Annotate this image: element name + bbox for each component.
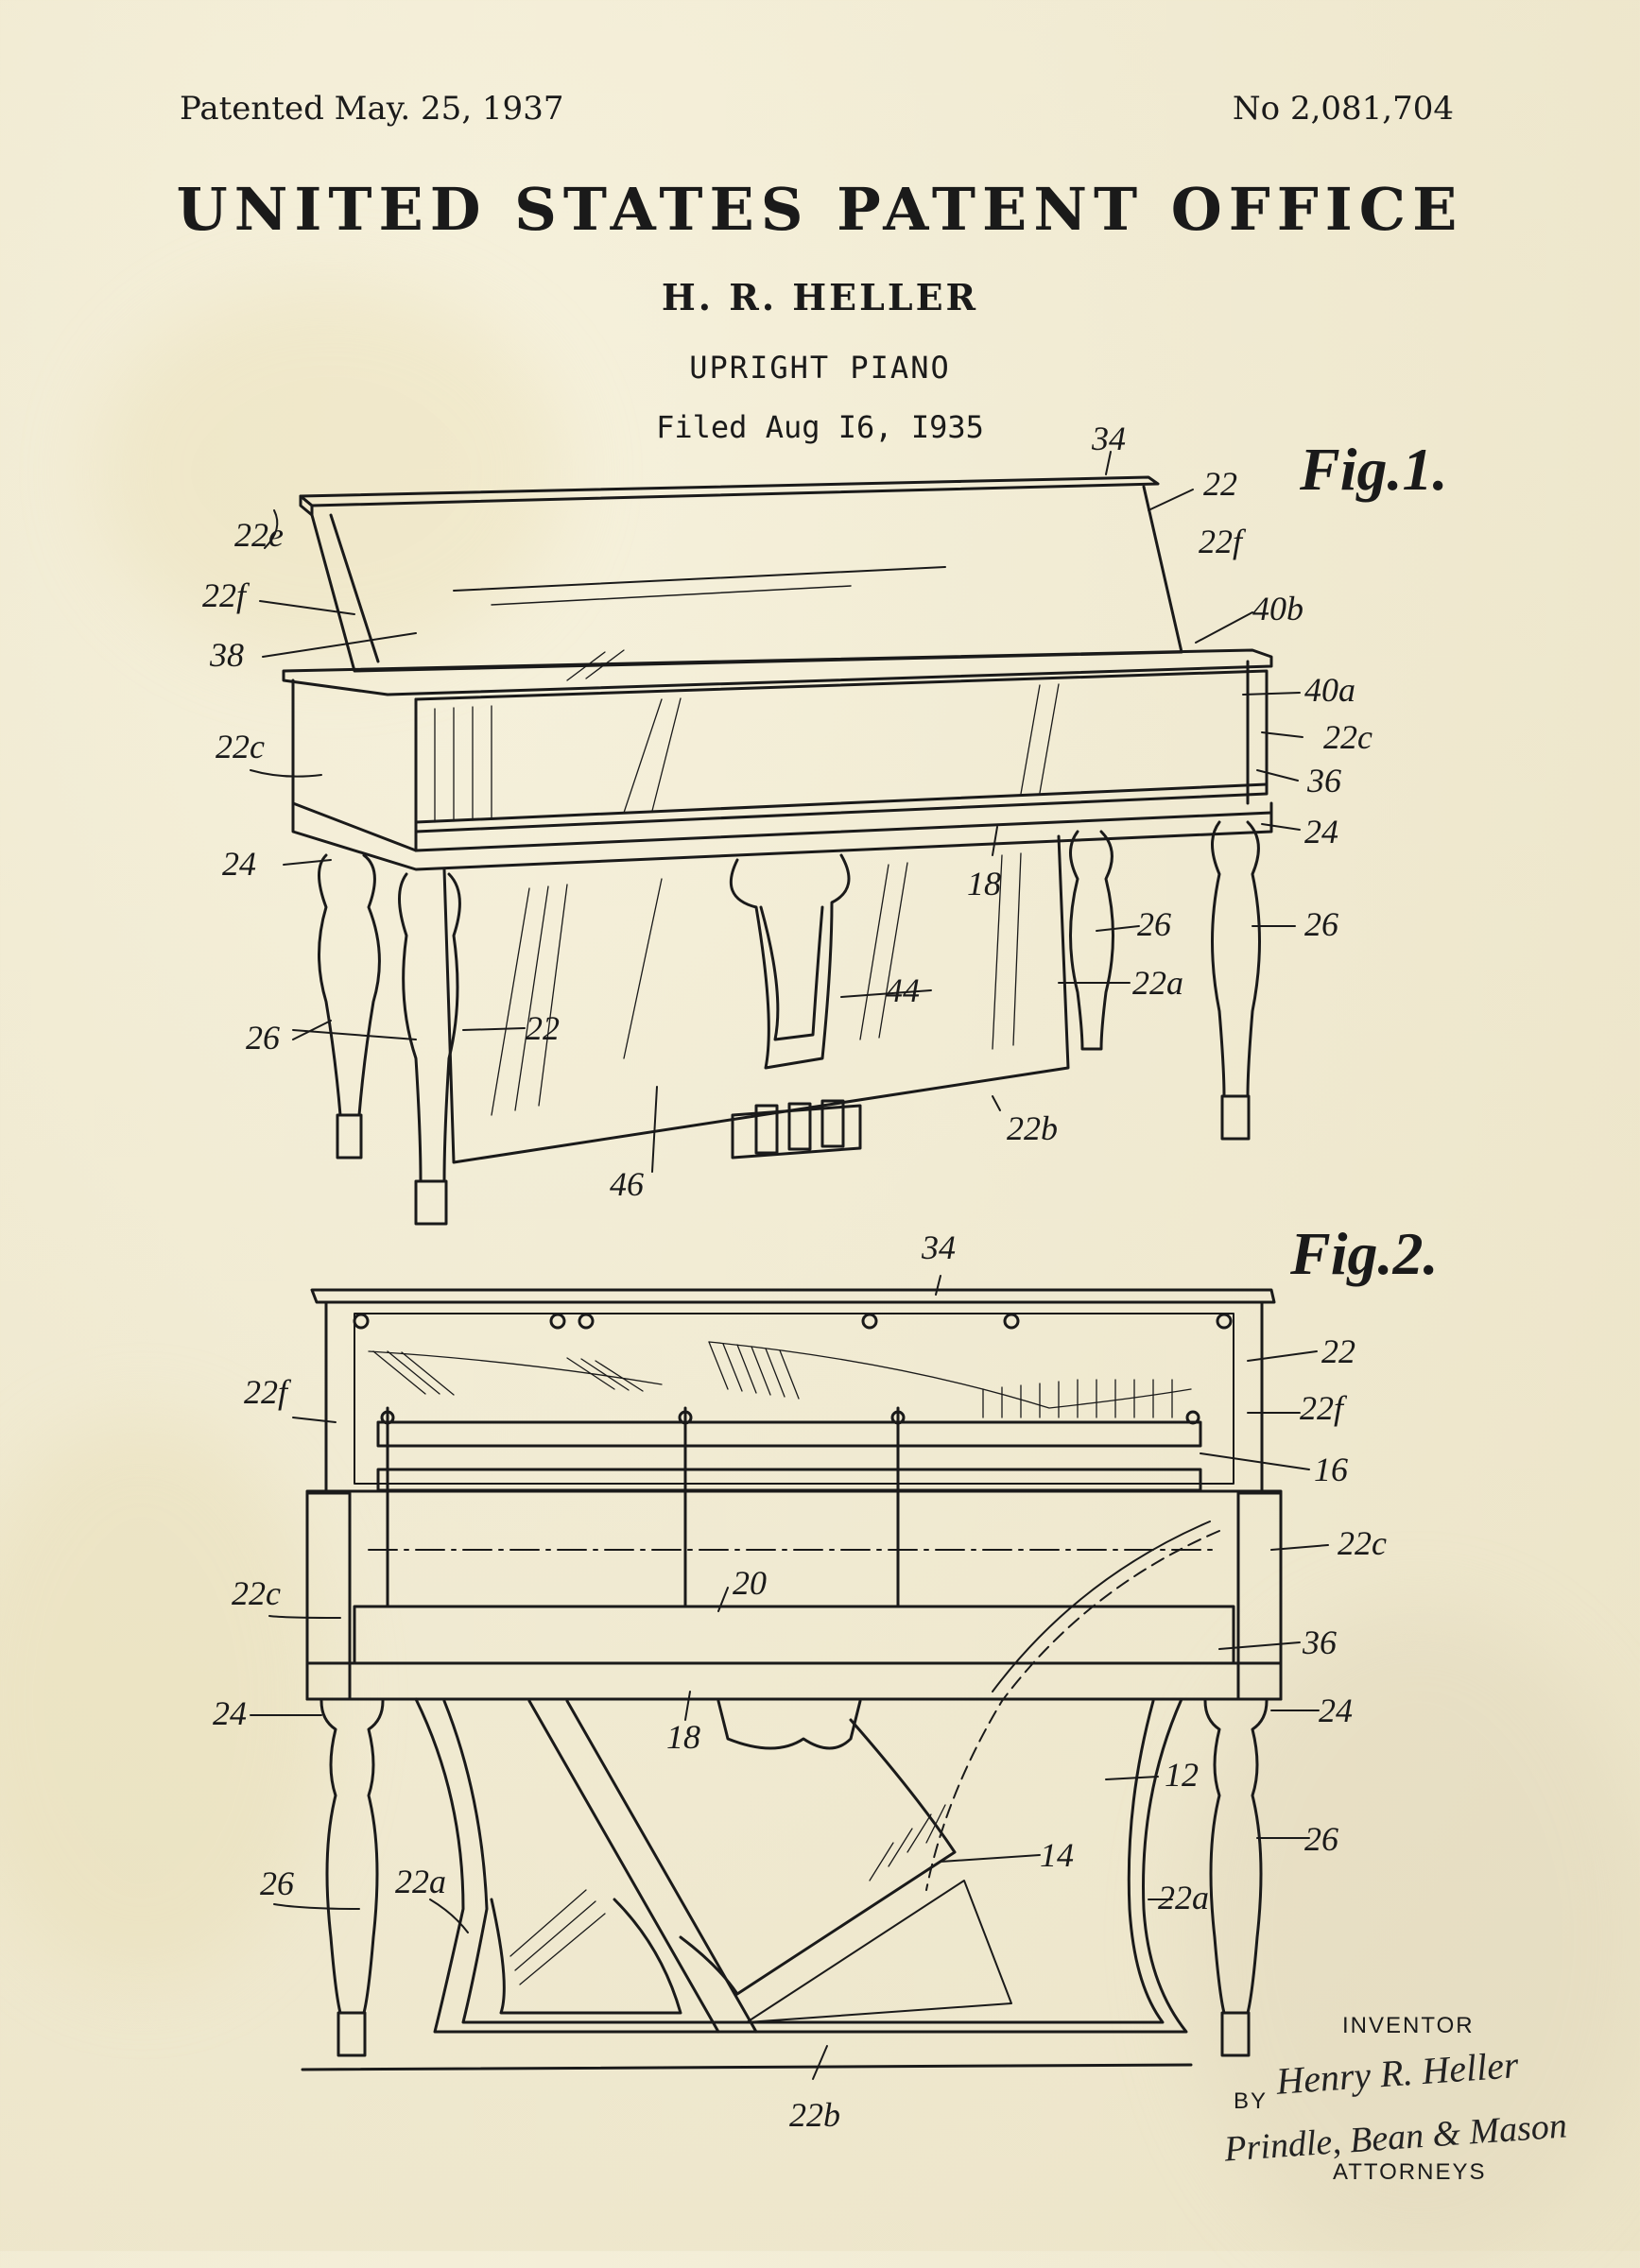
- ref-26: 26: [260, 1864, 294, 1902]
- ref-22b: 22b: [789, 2096, 840, 2134]
- figure-2-reference-numbers: 34 22 22f 22f 16 22c 22c 20 36 24 24 18 …: [213, 1228, 1387, 2134]
- ref-22c: 22c: [1323, 718, 1372, 756]
- ref-22f: 22f: [1300, 1389, 1348, 1427]
- figure-1-drawing: [282, 475, 1273, 1226]
- ref-26: 26: [1137, 905, 1171, 943]
- figure-1-reference-numbers: 34 22 22e 22f 22f 40b 38 40a 22c 22c 36 …: [202, 420, 1372, 1203]
- figure-2-label: Fig.2.: [1290, 1220, 1439, 1287]
- office-heading: UNITED STATES PATENT OFFICE: [176, 175, 1464, 244]
- figure-1-label: Fig.1.: [1300, 436, 1448, 503]
- by-caption: BY: [1234, 2088, 1269, 2114]
- ref-22c: 22c: [232, 1574, 281, 1612]
- ref-46: 46: [610, 1165, 644, 1203]
- ref-22a: 22a: [1132, 964, 1183, 1002]
- inventor-signature: Henry R. Heller: [1274, 2043, 1520, 2103]
- ref-22e: 22e: [234, 516, 284, 554]
- ref-22c: 22c: [216, 728, 265, 765]
- ref-16: 16: [1314, 1451, 1348, 1488]
- filed-date: Filed Aug I6, I935: [656, 409, 984, 445]
- ref-26: 26: [1304, 1820, 1338, 1858]
- ref-18: 18: [967, 865, 1001, 902]
- ref-18: 18: [666, 1718, 700, 1756]
- ref-26: 26: [1304, 905, 1338, 943]
- ref-36: 36: [1302, 1624, 1337, 1661]
- ref-34: 34: [921, 1228, 956, 1266]
- figure-2-drawing: [301, 1288, 1283, 2071]
- ref-34: 34: [1091, 420, 1126, 457]
- paper-stain: [95, 284, 567, 662]
- ref-24: 24: [222, 845, 256, 883]
- inventor-name: H. R. HELLER: [661, 276, 979, 318]
- ref-22f: 22f: [1199, 523, 1247, 560]
- ref-24: 24: [1319, 1692, 1353, 1729]
- attorneys-caption: ATTORNEYS: [1333, 2159, 1487, 2185]
- leader-lines: [250, 451, 1329, 2080]
- ref-22: 22: [1203, 465, 1237, 503]
- ref-40a: 40a: [1304, 671, 1355, 709]
- ref-44: 44: [886, 971, 920, 1009]
- ref-22a: 22a: [395, 1863, 446, 1900]
- inventor-caption: INVENTOR: [1342, 2013, 1475, 2038]
- ref-22f: 22f: [244, 1373, 292, 1411]
- ref-22c: 22c: [1338, 1524, 1387, 1562]
- ref-24: 24: [1304, 813, 1338, 850]
- ref-26: 26: [246, 1019, 280, 1057]
- ref-14: 14: [1040, 1836, 1074, 1874]
- ref-36: 36: [1306, 762, 1341, 799]
- ref-22b: 22b: [1007, 1109, 1058, 1147]
- patent-date: Patented May. 25, 1937: [180, 90, 564, 128]
- ref-22: 22: [526, 1009, 560, 1047]
- ref-24: 24: [213, 1694, 247, 1732]
- ref-22: 22: [1321, 1332, 1355, 1370]
- ref-40b: 40b: [1252, 590, 1303, 627]
- ref-12: 12: [1165, 1756, 1199, 1794]
- signature-block: INVENTOR Henry R. Heller BY Prindle, Bea…: [1219, 2013, 1579, 2202]
- ref-20: 20: [733, 1564, 767, 1602]
- patent-number: No 2,081,704: [1232, 90, 1454, 128]
- paper-stain: [0, 1418, 331, 1984]
- patent-title: UPRIGHT PIANO: [689, 350, 951, 386]
- ref-38: 38: [209, 636, 244, 674]
- ref-22f: 22f: [202, 576, 250, 614]
- ref-22a: 22a: [1158, 1879, 1209, 1916]
